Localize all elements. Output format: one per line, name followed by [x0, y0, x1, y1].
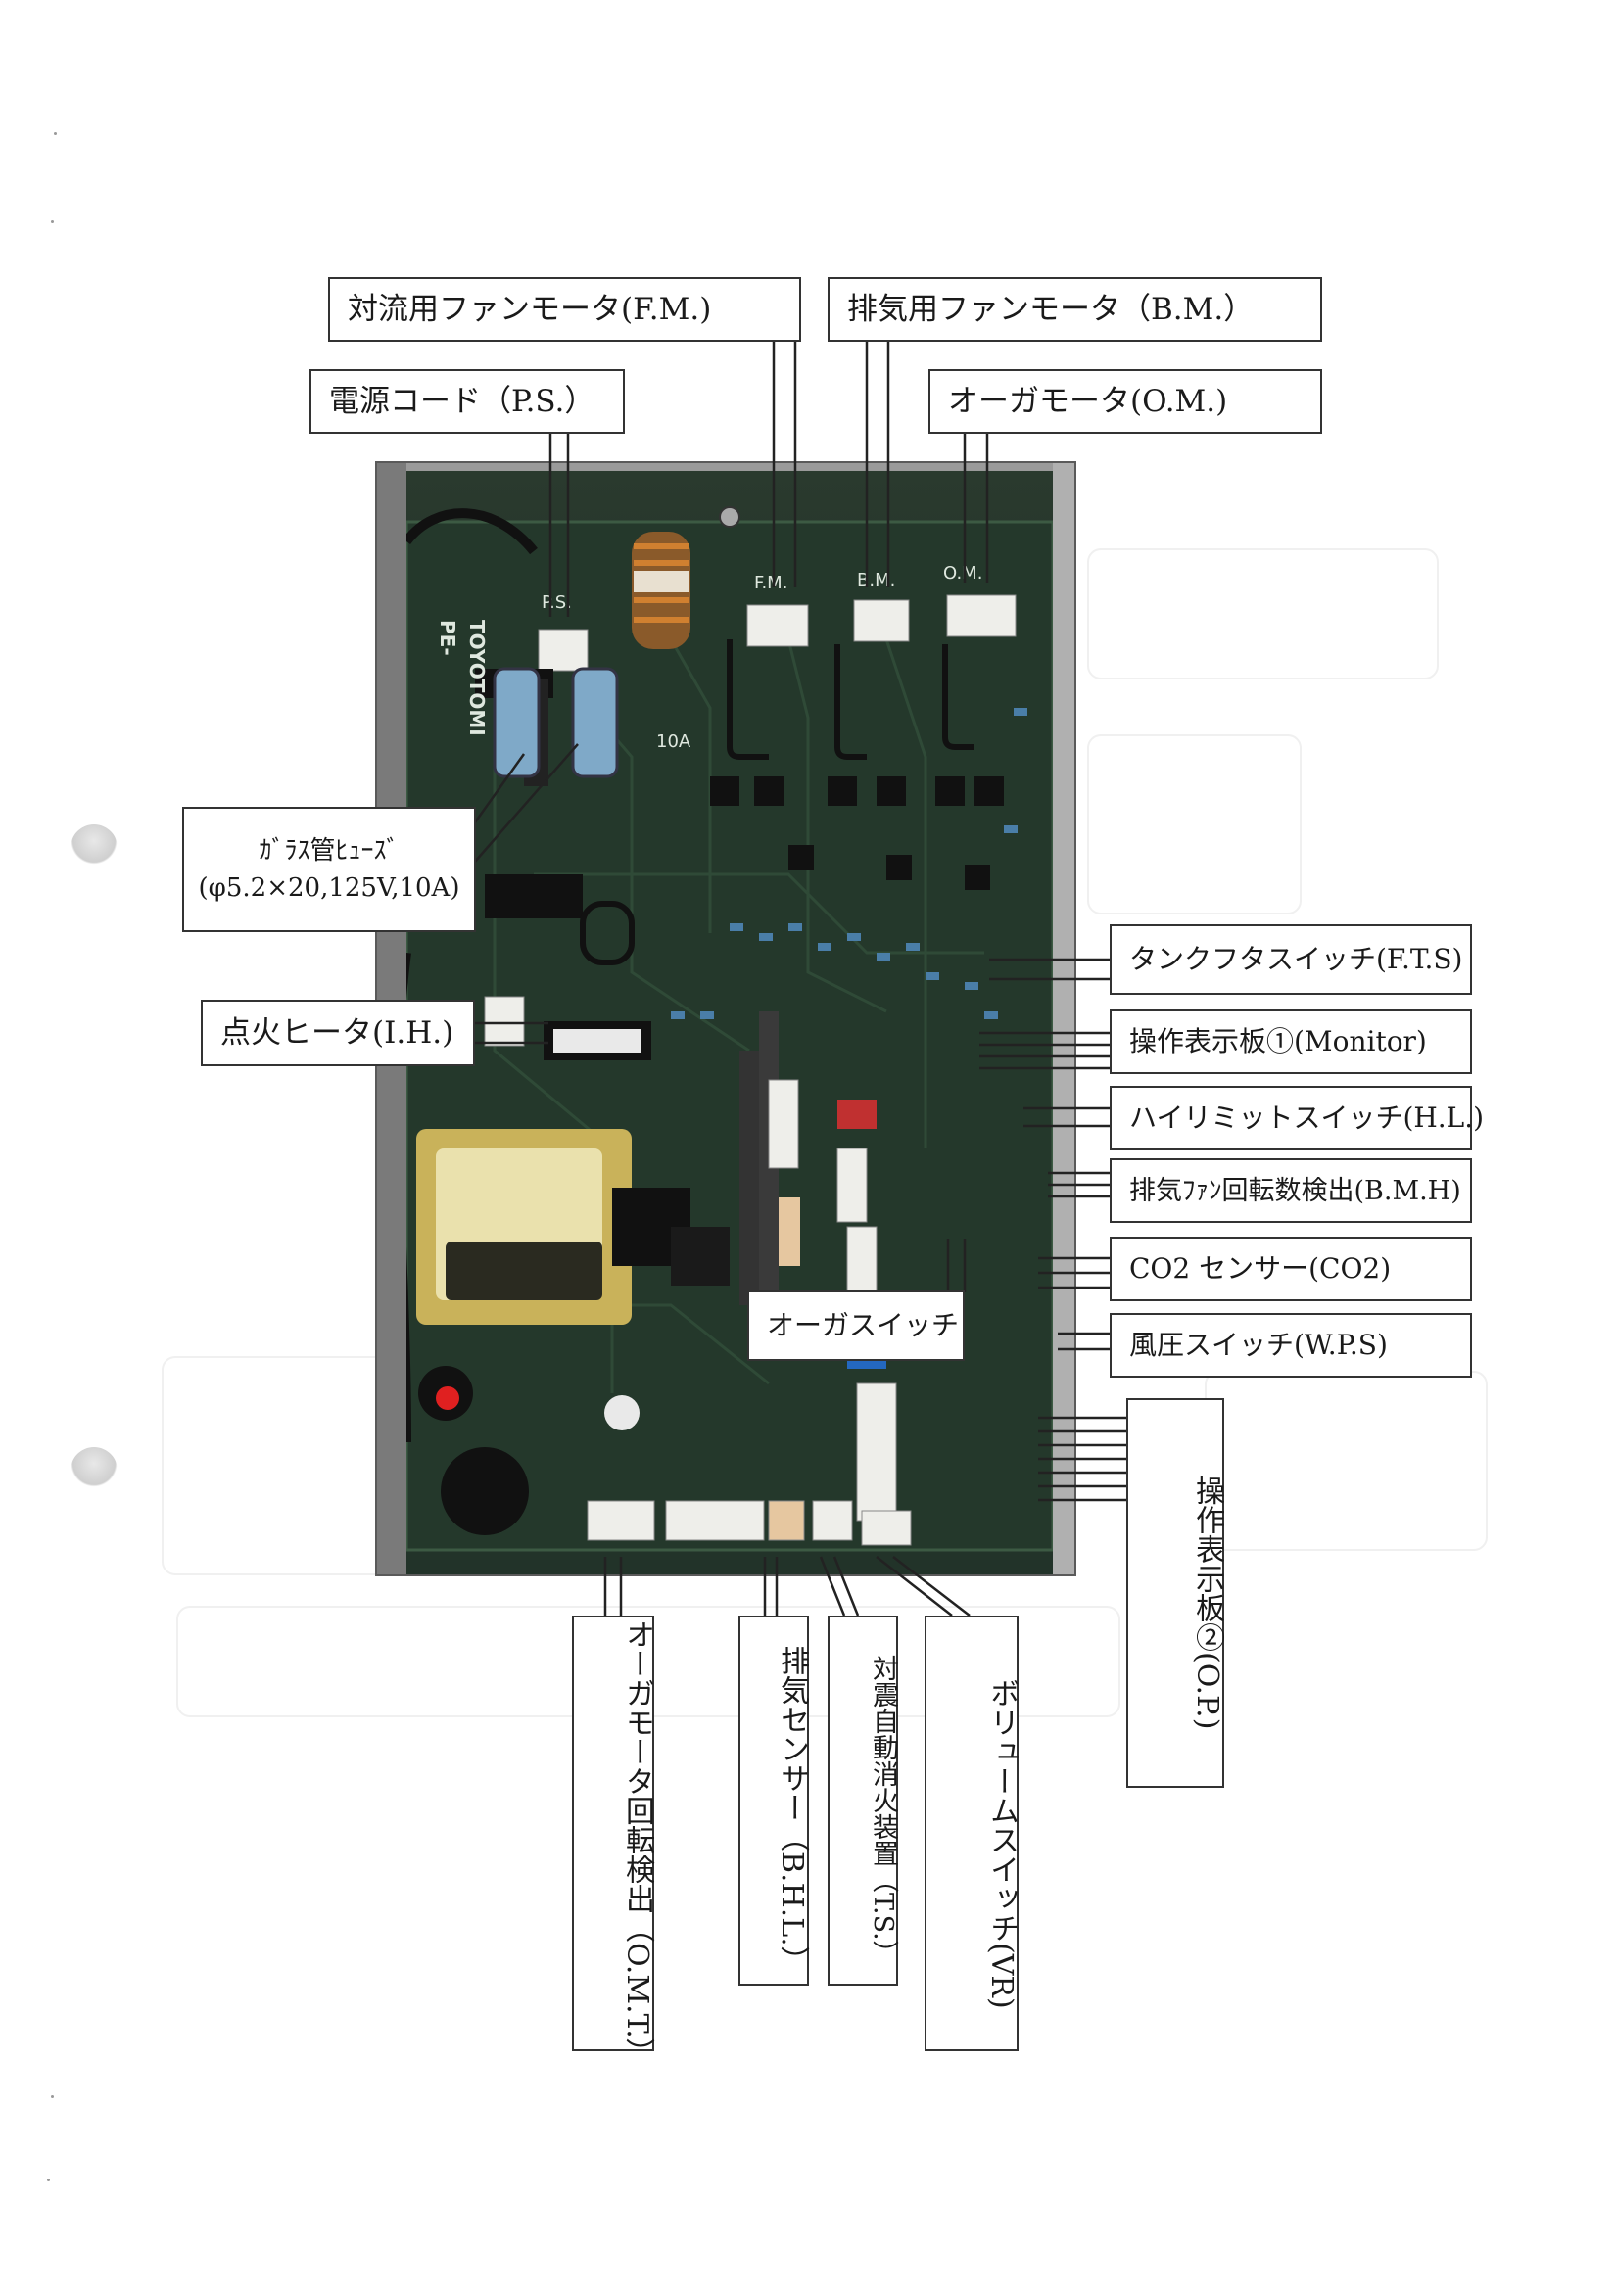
pcb-text-maker: TOYOTOMI	[465, 620, 489, 736]
label-text: オーガスイッチ	[767, 1309, 960, 1341]
label-high-limit-switch: ハイリミットスイッチ(H.L.)	[1110, 1086, 1484, 1150]
pcb-text-model: PE-	[436, 620, 459, 656]
label-auger-switch: オーガスイッチ	[747, 1290, 965, 1361]
label-control-panel-1: 操作表示板①(Monitor)	[1110, 1009, 1472, 1074]
label-auger-motor: オーガモータ(O.M.)	[928, 369, 1322, 434]
label-text: 排気用ファンモータ（B.M.）	[847, 291, 1255, 327]
pcb-text-om: O.M.	[943, 563, 982, 584]
scan-speck	[51, 220, 54, 223]
label-exhaust-sensor: 排気センサー（B.H.L.）	[738, 1616, 809, 1986]
label-text: 対震自動消火装置（T.S.）	[868, 1654, 898, 1967]
scan-speck	[51, 2095, 54, 2098]
label-co2-sensor: CO2 センサー(CO2)	[1110, 1237, 1472, 1301]
label-text: ボリュームスイッチ(VR)	[984, 1677, 1019, 2009]
ghost-box	[1087, 548, 1439, 679]
label-text: CO2 センサー(CO2)	[1129, 1252, 1392, 1285]
scan-speck	[47, 2179, 50, 2181]
label-text: 点火ヒータ(I.H.)	[220, 1014, 454, 1051]
label-text: オーガモータ回転検出（O.M.T.）	[620, 1618, 654, 2068]
label-air-pressure-switch: 風圧スイッチ(W.P.S)	[1110, 1313, 1472, 1378]
label-text: ハイリミットスイッチ(H.L.)	[1129, 1101, 1485, 1134]
punch-hole	[71, 1447, 118, 1494]
label-seismic-shutoff: 対震自動消火装置（T.S.）	[828, 1616, 898, 1986]
label-text: (φ5.2×20,125V,10A)	[198, 873, 460, 903]
pcb-text-fuse: 10A	[656, 731, 691, 752]
label-text: 排気センサー（B.H.L.）	[775, 1645, 809, 1976]
pcb-photo: P.S. F.M. B.M. O.M. 10A TOYOTOMI PE-	[375, 461, 1076, 1576]
chassis-edge	[1053, 463, 1074, 1574]
label-exhaust-fan-rpm: 排気ﾌｧﾝ回転数検出(B.M.H)	[1110, 1158, 1472, 1223]
pcb-text-ps: P.S.	[542, 592, 572, 613]
label-convection-fan-motor: 対流用ファンモータ(F.M.)	[328, 277, 801, 342]
label-volume-switch: ボリュームスイッチ(VR)	[925, 1616, 1019, 2051]
label-power-cord: 電源コード（P.S.）	[309, 369, 625, 434]
label-ignition-heater: 点火ヒータ(I.H.)	[201, 1000, 475, 1066]
label-text: 電源コード（P.S.）	[329, 383, 595, 419]
label-auger-motor-rotation: オーガモータ回転検出（O.M.T.）	[572, 1616, 654, 2067]
chassis-edge	[377, 463, 1074, 471]
label-text: 排気ﾌｧﾝ回転数検出(B.M.H)	[1129, 1175, 1461, 1206]
label-exhaust-fan-motor: 排気用ファンモータ（B.M.）	[828, 277, 1322, 342]
scan-speck	[54, 132, 57, 135]
label-text: 操作表示板①(Monitor)	[1129, 1025, 1427, 1057]
label-text: タンクフタスイッチ(F.T.S)	[1129, 943, 1463, 975]
ghost-box	[1087, 734, 1302, 914]
punch-hole	[71, 824, 118, 871]
label-control-panel-2: 操作表示板②(O.P.)	[1126, 1398, 1224, 1788]
label-text: オーガモータ(O.M.)	[948, 383, 1228, 419]
pcb-text-fm: F.M.	[754, 573, 787, 593]
label-glass-fuse: ｶﾞﾗｽ管ﾋｭｰｽﾞ (φ5.2×20,125V,10A)	[182, 807, 476, 932]
label-text: 操作表示板②(O.P.)	[1190, 1476, 1224, 1730]
pcb-drawing: P.S. F.M. B.M. O.M. 10A TOYOTOMI PE-	[393, 506, 1055, 1552]
label-text: 風圧スイッチ(W.P.S)	[1129, 1329, 1388, 1361]
label-text: ｶﾞﾗｽ管ﾋｭｰｽﾞ	[259, 836, 400, 866]
label-text: 対流用ファンモータ(F.M.)	[348, 291, 712, 327]
label-tank-lid-switch: タンクフタスイッチ(F.T.S)	[1110, 924, 1472, 995]
